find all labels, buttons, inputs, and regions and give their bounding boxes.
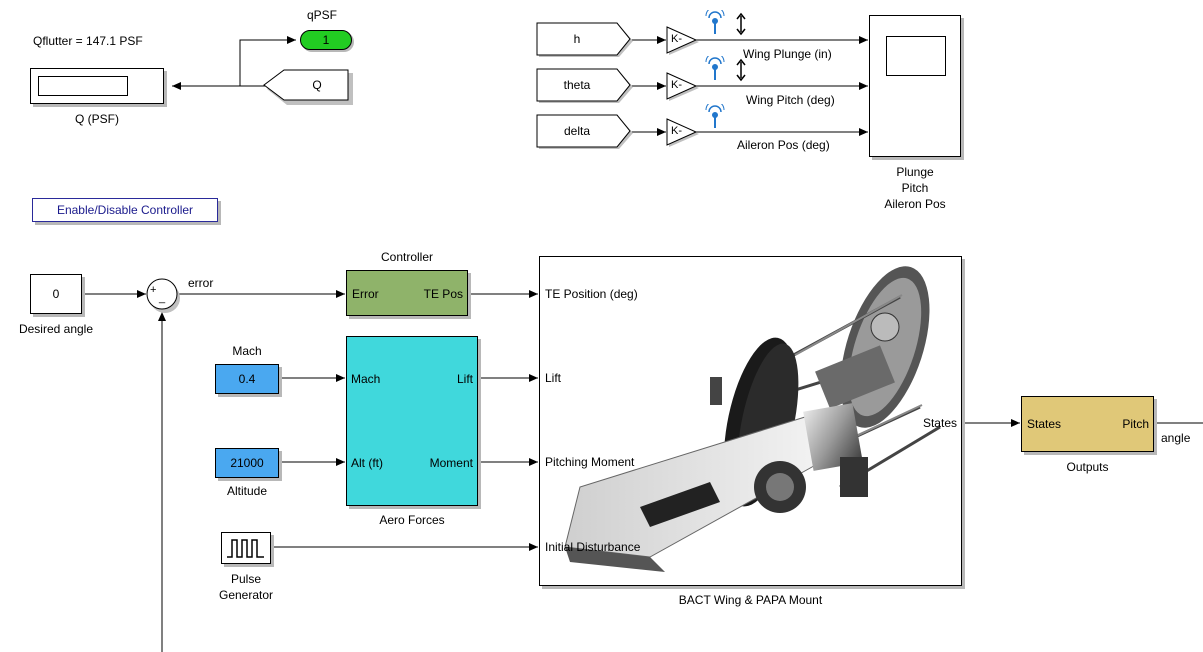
delta-from-block[interactable] — [536, 114, 636, 154]
scope-block[interactable] — [869, 15, 961, 157]
h-from-block[interactable] — [536, 22, 636, 62]
q-display-label: Q (PSF) — [75, 112, 119, 126]
error-signal-label: error — [188, 276, 214, 290]
pulse-label-line: Pulse — [230, 572, 262, 586]
bact-output-states: States — [922, 416, 957, 430]
qflutter-annotation: Qflutter = 147.1 PSF — [33, 34, 143, 48]
qpsf-label: qPSF — [306, 8, 337, 22]
controller-input-port: Error — [352, 287, 379, 301]
angle-signal-label: angle — [1161, 431, 1191, 445]
aero-output-lift: Lift — [456, 372, 473, 386]
q-goto-label: Q — [312, 78, 322, 92]
signal-label-aileron: Aileron Pos (deg) — [737, 138, 830, 152]
gain-block-2[interactable] — [666, 72, 702, 104]
scope-label-line: Aileron Pos — [884, 197, 946, 211]
altitude-label: Altitude — [226, 484, 268, 498]
gain-label-2: K- — [671, 79, 682, 91]
outputs-input-states: States — [1027, 417, 1062, 431]
scope-screen-icon — [886, 36, 946, 76]
sum-minus-sign: _ — [159, 292, 166, 304]
desired-angle-constant[interactable]: 0 — [30, 274, 82, 314]
aero-forces-block[interactable]: Mach Alt (ft) Lift Moment — [346, 336, 478, 506]
aero-output-moment: Moment — [429, 456, 473, 470]
outputs-label: Outputs — [1066, 460, 1109, 474]
q-goto-block[interactable] — [262, 68, 354, 108]
sum-plus-sign: + — [150, 284, 157, 296]
scope-label: Plunge Pitch Aileron Pos — [862, 164, 968, 212]
bact-input-te: TE Position (deg) — [545, 287, 638, 301]
scope-label-line: Plunge — [896, 165, 934, 179]
pulse-generator-block[interactable] — [221, 532, 271, 564]
bact-input-disturbance: Initial Disturbance — [545, 540, 641, 554]
display-window — [38, 76, 128, 96]
wing-mount-photo — [564, 266, 941, 572]
pulse-generator-label: Pulse Generator — [206, 571, 286, 603]
aero-input-alt: Alt (ft) — [351, 456, 383, 470]
outputs-block[interactable]: States Pitch — [1021, 396, 1154, 452]
controller-output-port: TE Pos — [423, 287, 463, 301]
sum-block[interactable] — [145, 278, 181, 314]
gain-label-1: K- — [671, 33, 682, 45]
gain-block-1[interactable] — [666, 26, 702, 58]
q-display-block[interactable] — [30, 68, 164, 104]
aero-forces-label: Aero Forces — [379, 513, 445, 527]
signal-logging-icon[interactable] — [705, 10, 751, 36]
mach-constant[interactable]: 0.4 — [215, 364, 279, 394]
bact-input-lift: Lift — [545, 371, 562, 385]
scope-label-line: Pitch — [901, 181, 929, 195]
mach-title: Mach — [232, 344, 262, 358]
signal-logging-icon[interactable] — [705, 104, 727, 130]
outputs-output-pitch: Pitch — [1122, 417, 1149, 431]
bact-input-pitching-moment: Pitching Moment — [545, 455, 635, 469]
theta-from-label: theta — [563, 78, 591, 92]
enable-disable-controller-button[interactable]: Enable/Disable Controller — [32, 198, 218, 222]
signal-label-pitch: Wing Pitch (deg) — [746, 93, 835, 107]
qpsf-outport[interactable]: 1 — [300, 30, 352, 50]
bact-label: BACT Wing & PAPA Mount — [678, 593, 823, 607]
theta-from-block[interactable] — [536, 68, 636, 108]
signal-label-plunge: Wing Plunge (in) — [743, 47, 832, 61]
delta-from-label: delta — [563, 124, 591, 138]
gain-label-3: K- — [671, 125, 682, 137]
controller-title: Controller — [380, 250, 434, 264]
controller-block[interactable]: Error TE Pos — [346, 270, 468, 316]
desired-angle-label: Desired angle — [18, 322, 94, 336]
aero-input-mach: Mach — [351, 372, 381, 386]
gain-block-3[interactable] — [666, 118, 702, 150]
bact-wing-block[interactable]: TE Position (deg) Lift Pitching Moment I… — [539, 256, 962, 586]
h-from-label: h — [573, 32, 581, 46]
line-q-to-qpsf — [239, 36, 296, 86]
pulse-wave-icon — [227, 539, 264, 558]
signal-logging-icon[interactable] — [705, 56, 751, 82]
altitude-constant[interactable]: 21000 — [215, 448, 279, 478]
pulse-label-line: Generator — [218, 588, 274, 602]
